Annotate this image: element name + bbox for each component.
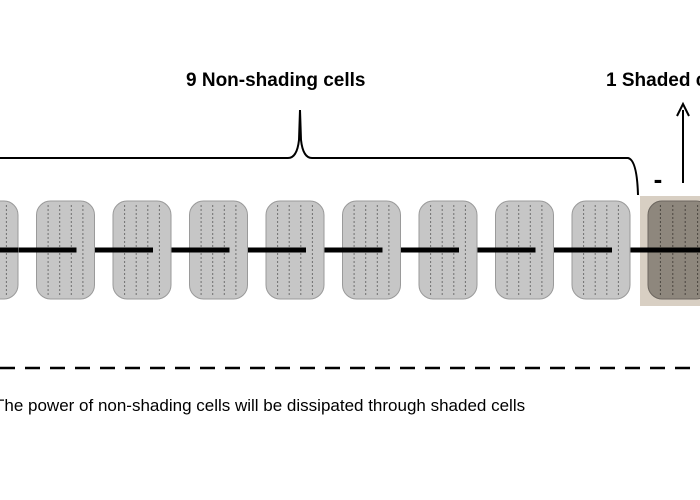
- nonshading-cells-label: 9 Non-shading cells: [186, 70, 366, 91]
- caption: The power of non-shading cells will be d…: [0, 396, 700, 416]
- caption-text: The power of non-shading cells will be d…: [0, 396, 526, 415]
- brace: [0, 109, 639, 196]
- arrow-head: [676, 101, 690, 117]
- minus-sign: -: [654, 164, 663, 194]
- shaded-cell-label: 1 Shaded cell: [606, 70, 700, 91]
